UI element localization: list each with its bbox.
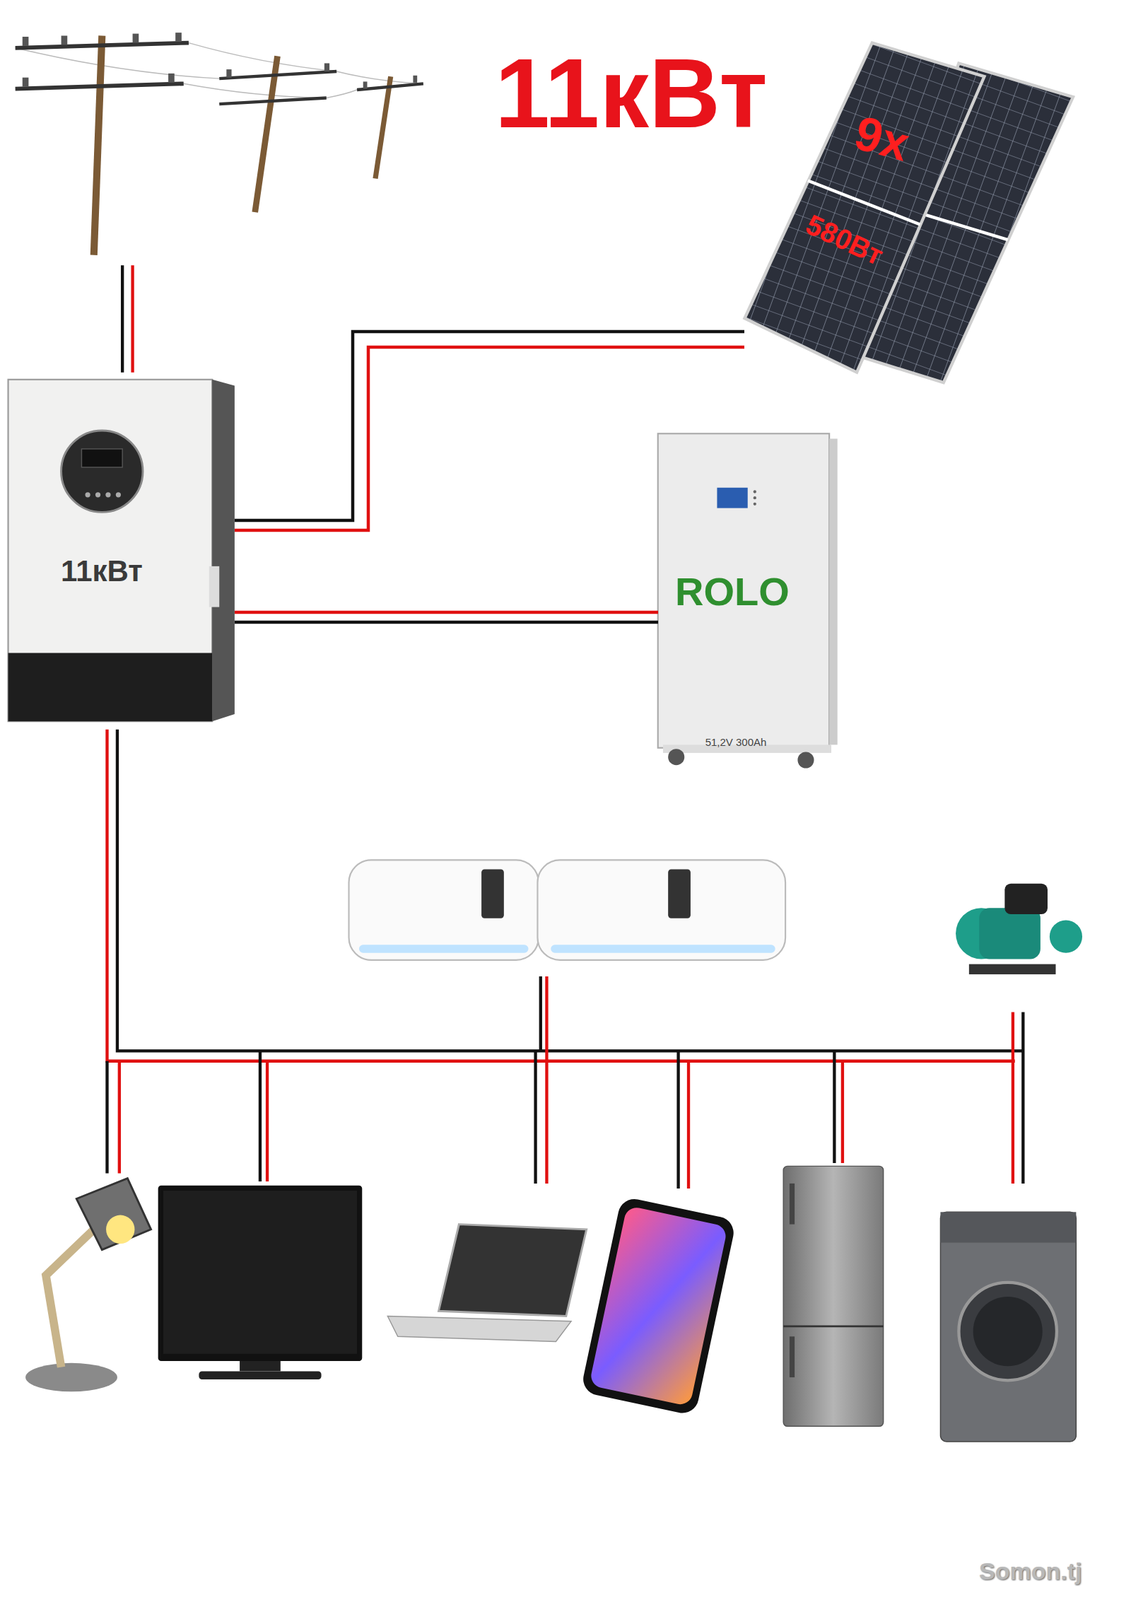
cable-pair <box>234 612 659 623</box>
wire <box>234 347 745 531</box>
wire <box>234 620 659 625</box>
wire <box>234 331 745 521</box>
title: 11кВт <box>494 43 768 143</box>
battery-housing <box>658 433 838 768</box>
water-pump <box>955 883 1083 975</box>
solar-panel-node: 9x 580Вт <box>744 40 1071 383</box>
washing-machine <box>940 1211 1076 1442</box>
watermark: Somon.tj <box>979 1558 1082 1583</box>
lamp <box>25 1178 151 1392</box>
phone <box>580 1196 737 1416</box>
power-poles <box>15 32 424 256</box>
solar-panels <box>744 43 1074 384</box>
wires <box>107 265 1024 1189</box>
inverter-node: 11кВт <box>4 372 235 724</box>
cable-pair <box>234 331 745 531</box>
battery-spec: 51,2V 300Ah <box>705 736 767 748</box>
air-conditioners <box>349 859 787 960</box>
battery-node: ROLO 51,2V 300Ah <box>658 430 838 765</box>
laptop <box>387 1224 586 1342</box>
panel-count: 9x <box>850 107 915 168</box>
inverter-housing <box>8 379 235 722</box>
wire <box>234 610 659 615</box>
battery-brand: ROLO <box>675 571 790 612</box>
tv <box>158 1185 363 1380</box>
inverter-power: 11кВт <box>60 556 143 586</box>
fridge <box>783 1165 883 1426</box>
panel-power: 580Вт <box>802 209 888 271</box>
